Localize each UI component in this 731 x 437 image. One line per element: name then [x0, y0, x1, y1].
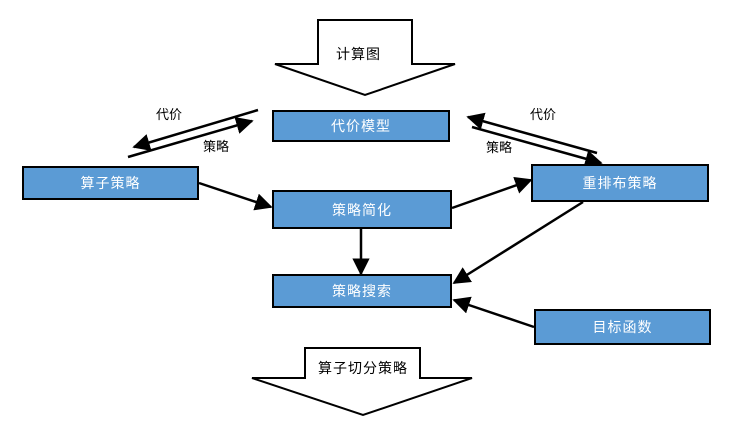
- node-strategy-search[interactable]: 策略搜索: [272, 274, 452, 308]
- node-objective-function[interactable]: 目标函数: [534, 309, 711, 345]
- top-banner-arrow: [274, 19, 456, 97]
- node-operator-strategy[interactable]: 算子策略: [22, 166, 199, 200]
- edge-objective-to-search: [452, 296, 535, 329]
- edge-cost-left: [132, 108, 259, 151]
- bottom-banner-label: 算子切分策略: [318, 361, 408, 377]
- node-strategy-simplification[interactable]: 策略简化: [272, 190, 452, 229]
- node-cost-model-label: 代价模型: [331, 119, 391, 135]
- node-strategy-simplification-label: 策略简化: [332, 202, 392, 219]
- edge-strategy-right: [471, 125, 603, 168]
- node-redistribution-strategy-label: 重排布策略: [582, 176, 658, 192]
- node-operator-strategy-label: 算子策略: [80, 176, 141, 192]
- edge-label-right-cost: 代价: [530, 108, 557, 123]
- edge-label-left-cost: 代价: [156, 108, 183, 123]
- node-strategy-search-label: 策略搜索: [332, 284, 392, 300]
- edge-label-right-strategy: 策略: [486, 141, 513, 156]
- top-banner-label: 计算图: [336, 47, 381, 63]
- edge-redistribution-to-search: [452, 200, 584, 285]
- edge-label-left-strategy: 策略: [203, 140, 230, 155]
- edge-strategy-left: [127, 116, 254, 159]
- node-cost-model[interactable]: 代价模型: [272, 110, 450, 142]
- node-redistribution-strategy[interactable]: 重排布策略: [531, 164, 709, 202]
- edge-operator-to-simplification: [198, 181, 273, 211]
- edge-simplification-to-redistribution: [451, 177, 533, 210]
- bottom-banner-arrow: [251, 347, 473, 417]
- node-objective-function-label: 目标函数: [592, 320, 653, 336]
- edge-cost-right: [466, 112, 598, 155]
